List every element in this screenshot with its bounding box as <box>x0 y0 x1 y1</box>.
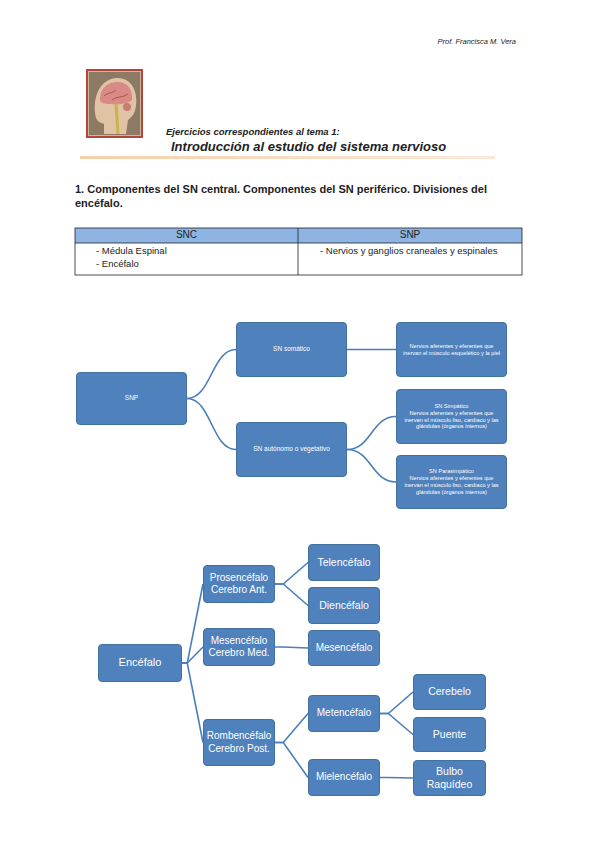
exercise-heading: Ejercicios correspondientes al tema 1: <box>166 126 466 138</box>
table-grid <box>75 228 522 275</box>
brain-division-box: Puente <box>413 717 486 752</box>
box-title: SN Parasimpático <box>429 468 474 475</box>
box-title: Cerebelo <box>428 685 471 698</box>
brain-division-box: Bulbo Raquídeo <box>413 760 486 796</box>
box-title: Mesencéfalo Cerebro Med. <box>207 635 271 660</box>
box-title: SN Simpático <box>435 403 469 410</box>
nervous-system-box: Nervios aferentes y eferentes que inerva… <box>396 322 507 377</box>
brain-division-box: Metencéfalo <box>308 695 380 732</box>
table-header-cell: SNC <box>75 229 298 242</box>
connector-line <box>187 350 236 399</box>
document-title: Introducción al estudio del sistema nerv… <box>171 139 501 155</box>
brain-division-box: Rombencéfalo Cerebro Post. <box>203 719 275 766</box>
connector-line <box>182 647 203 663</box>
connector-line <box>275 647 308 648</box>
brain-division-box: Diencéfalo <box>308 587 380 624</box>
connector-line <box>182 663 203 743</box>
nervous-system-box: SN SimpáticoNervios aferentes y eferente… <box>396 389 507 444</box>
connector-line <box>380 714 413 735</box>
nervous-system-box: SN ParasimpáticoNervios aferentes y efer… <box>396 455 507 509</box>
brain-division-box: Prosencéfalo Cerebro Ant. <box>203 565 275 603</box>
brain-division-box: Mesencéfalo Cerebro Med. <box>203 628 275 666</box>
box-title: Diencéfalo <box>319 599 369 612</box>
connector-line <box>275 743 308 778</box>
table-cell: - Nervios y ganglios craneales y espinal… <box>320 245 512 257</box>
box-title: Rombencéfalo Cerebro Post. <box>207 730 271 755</box>
box-title: Mesencéfalo <box>316 642 373 655</box>
box-title: SNP <box>125 394 138 402</box>
box-title: Telencéfalo <box>317 556 370 569</box>
connector-line <box>347 450 396 483</box>
connector-line <box>347 349 396 351</box>
box-title: Metencéfalo <box>317 707 371 720</box>
box-title: Bulbo Raquídeo <box>417 765 482 791</box>
box-title: Puente <box>433 728 466 741</box>
brain-division-box: Mielencéfalo <box>308 759 380 796</box>
connector-line <box>380 692 413 714</box>
connector-line <box>347 417 396 450</box>
box-body: Nervios aferentes y eferentes que inerva… <box>400 410 503 431</box>
section-heading: 1. Componentes del SN central. Component… <box>75 183 525 211</box>
brain-illustration <box>87 70 142 137</box>
box-title: SN somático <box>273 345 310 353</box>
connector-line <box>275 714 308 743</box>
title-rule <box>80 156 495 159</box>
brain-division-box: Encéfalo <box>98 644 182 682</box>
nervous-system-box: SN somático <box>236 322 347 377</box>
brain-division-box: Cerebelo <box>413 674 486 710</box>
box-title: Prosencéfalo Cerebro Ant. <box>207 572 271 597</box>
connector-line <box>275 584 308 606</box>
box-title: Mielencéfalo <box>316 771 372 784</box>
box-body: Nervios aferentes y eferentes que inerva… <box>400 475 503 496</box>
box-title: Encéfalo <box>119 656 162 670</box>
nervous-system-box: SN autónomo o vegetativo <box>236 422 347 477</box>
box-title: SN autónomo o vegetativo <box>253 445 330 453</box>
brain-division-box: Mesencéfalo <box>308 630 380 666</box>
author-header: Prof. Francisca M. Vera <box>380 37 516 46</box>
nervous-system-box: SNP <box>76 372 187 425</box>
box-title: Nervios aferentes y eferentes que inerva… <box>400 343 503 357</box>
table-header-cell: SNP <box>298 229 522 242</box>
brain-division-box: Telencéfalo <box>308 544 380 581</box>
connector-line <box>275 563 308 585</box>
connector-line <box>182 584 203 663</box>
table-cell: - Encéfalo <box>96 258 286 270</box>
table-cell: - Médula Espinal <box>96 245 286 257</box>
connector-line <box>380 777 413 779</box>
connector-line <box>187 399 236 450</box>
